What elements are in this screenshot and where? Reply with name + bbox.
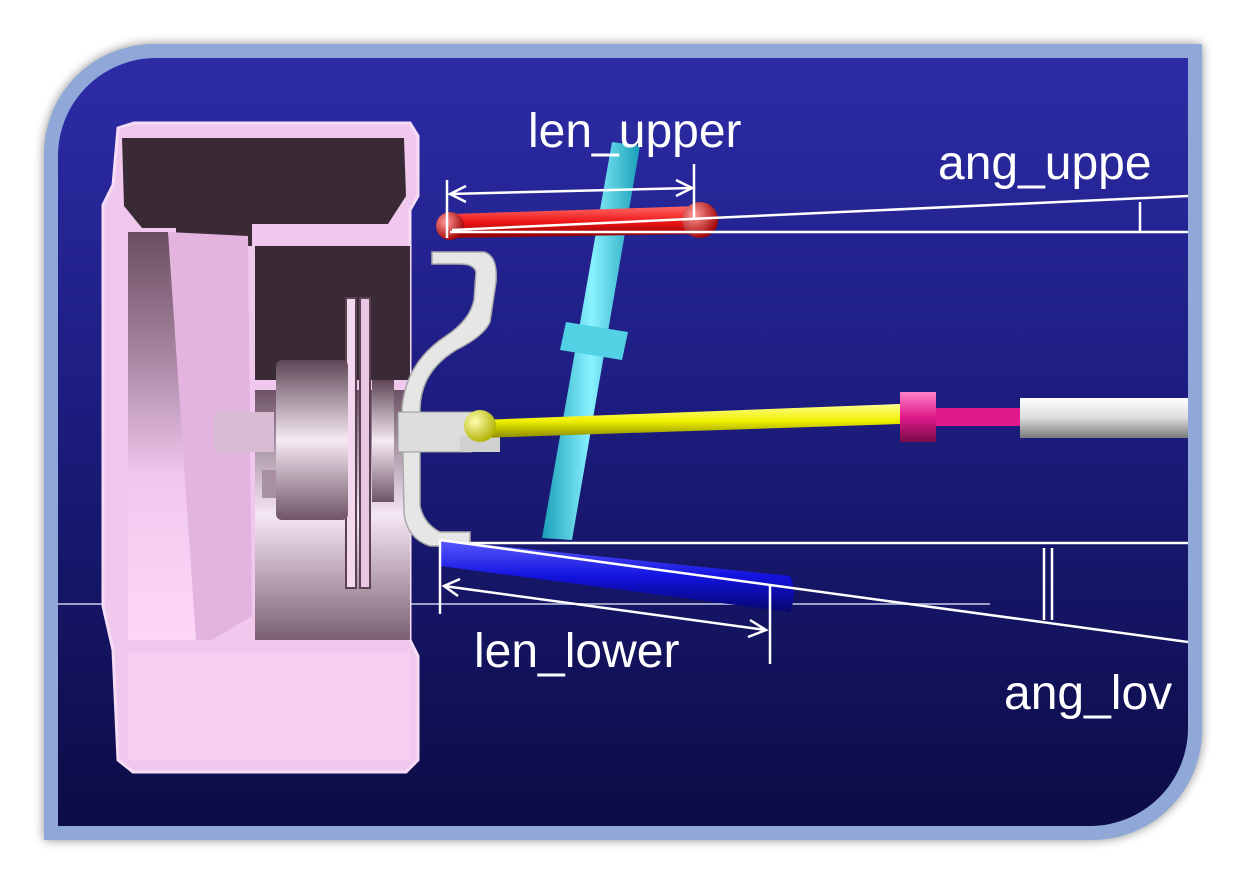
suspension-diagram [58,121,1188,774]
steering-rack [900,392,1188,442]
ball-joint-icon [436,212,464,240]
tie-rod [464,404,900,442]
label-ang-lower: ang_lov [1004,667,1173,720]
upper-control-arm [436,202,718,240]
upright-icon [397,251,500,547]
suspension-scene: len_upper ang_uppe len_lower ang_lov [58,58,1188,826]
label-ang-upper: ang_uppe [938,137,1152,190]
diagram-frame: len_upper ang_uppe len_lower ang_lov [44,44,1202,840]
ball-joint-icon [464,410,496,442]
label-len-lower: len_lower [474,625,680,678]
label-len-upper: len_upper [528,105,742,158]
lower-control-arm [440,540,794,612]
dimension-lines [438,164,1188,664]
strut-icon [542,142,640,540]
hub-icon [276,297,394,589]
